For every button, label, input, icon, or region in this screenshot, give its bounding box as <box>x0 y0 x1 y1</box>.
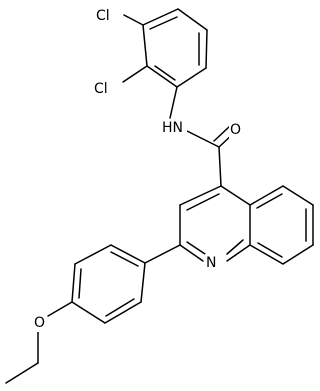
bond <box>218 146 222 187</box>
bond <box>142 24 148 67</box>
bond <box>149 16 178 30</box>
bond <box>177 8 208 31</box>
bond <box>282 185 314 206</box>
bond <box>186 130 220 148</box>
carbonyl-oxygen-label: O <box>230 122 241 138</box>
ethoxyphenyl-ring <box>71 244 146 324</box>
amide-nitrogen-label: HN <box>162 120 183 136</box>
bond <box>74 244 112 265</box>
bond <box>179 185 222 206</box>
bond <box>226 239 244 255</box>
ether-oxygen-label: O <box>34 315 45 331</box>
quinoline-nitrogen-label: N <box>206 255 216 271</box>
bond <box>213 125 231 142</box>
bond <box>186 241 206 255</box>
dichlorophenyl-ring <box>142 8 208 88</box>
bond <box>249 244 284 265</box>
atom-label-cl2: Cl <box>93 80 119 98</box>
bond <box>169 86 178 119</box>
bond <box>110 244 146 264</box>
bond <box>146 65 178 88</box>
bond <box>104 301 142 324</box>
bond <box>5 362 39 384</box>
atom-label-nh: HN <box>161 119 187 137</box>
atom-label-o-carbonyl: O <box>229 121 243 139</box>
bond <box>179 244 204 262</box>
bond <box>186 193 220 211</box>
bond <box>144 244 181 264</box>
bond <box>78 268 82 299</box>
atom-label-n-ring: N <box>205 254 219 272</box>
atom-label-o-ether: O <box>33 314 47 332</box>
bond <box>110 251 139 267</box>
bond <box>257 242 283 258</box>
bond <box>220 185 251 206</box>
chlorine-label: Cl <box>96 8 110 24</box>
bond <box>122 65 148 83</box>
bond <box>282 244 314 265</box>
bond <box>71 263 76 303</box>
quinoline-benzo-ring <box>249 185 314 265</box>
bond <box>154 65 176 81</box>
bond <box>142 8 179 26</box>
bond <box>256 193 283 209</box>
bond <box>176 67 207 88</box>
bond <box>205 29 208 69</box>
bond <box>226 244 251 262</box>
bond <box>47 301 73 317</box>
bond <box>249 185 284 206</box>
bond <box>140 262 146 303</box>
chlorine-label: Cl <box>94 81 108 97</box>
bond <box>123 14 144 26</box>
bond <box>105 298 135 317</box>
bond <box>71 301 106 324</box>
atom-label-cl1: Cl <box>95 7 121 25</box>
quinoline-pyridine-ring <box>179 185 251 262</box>
